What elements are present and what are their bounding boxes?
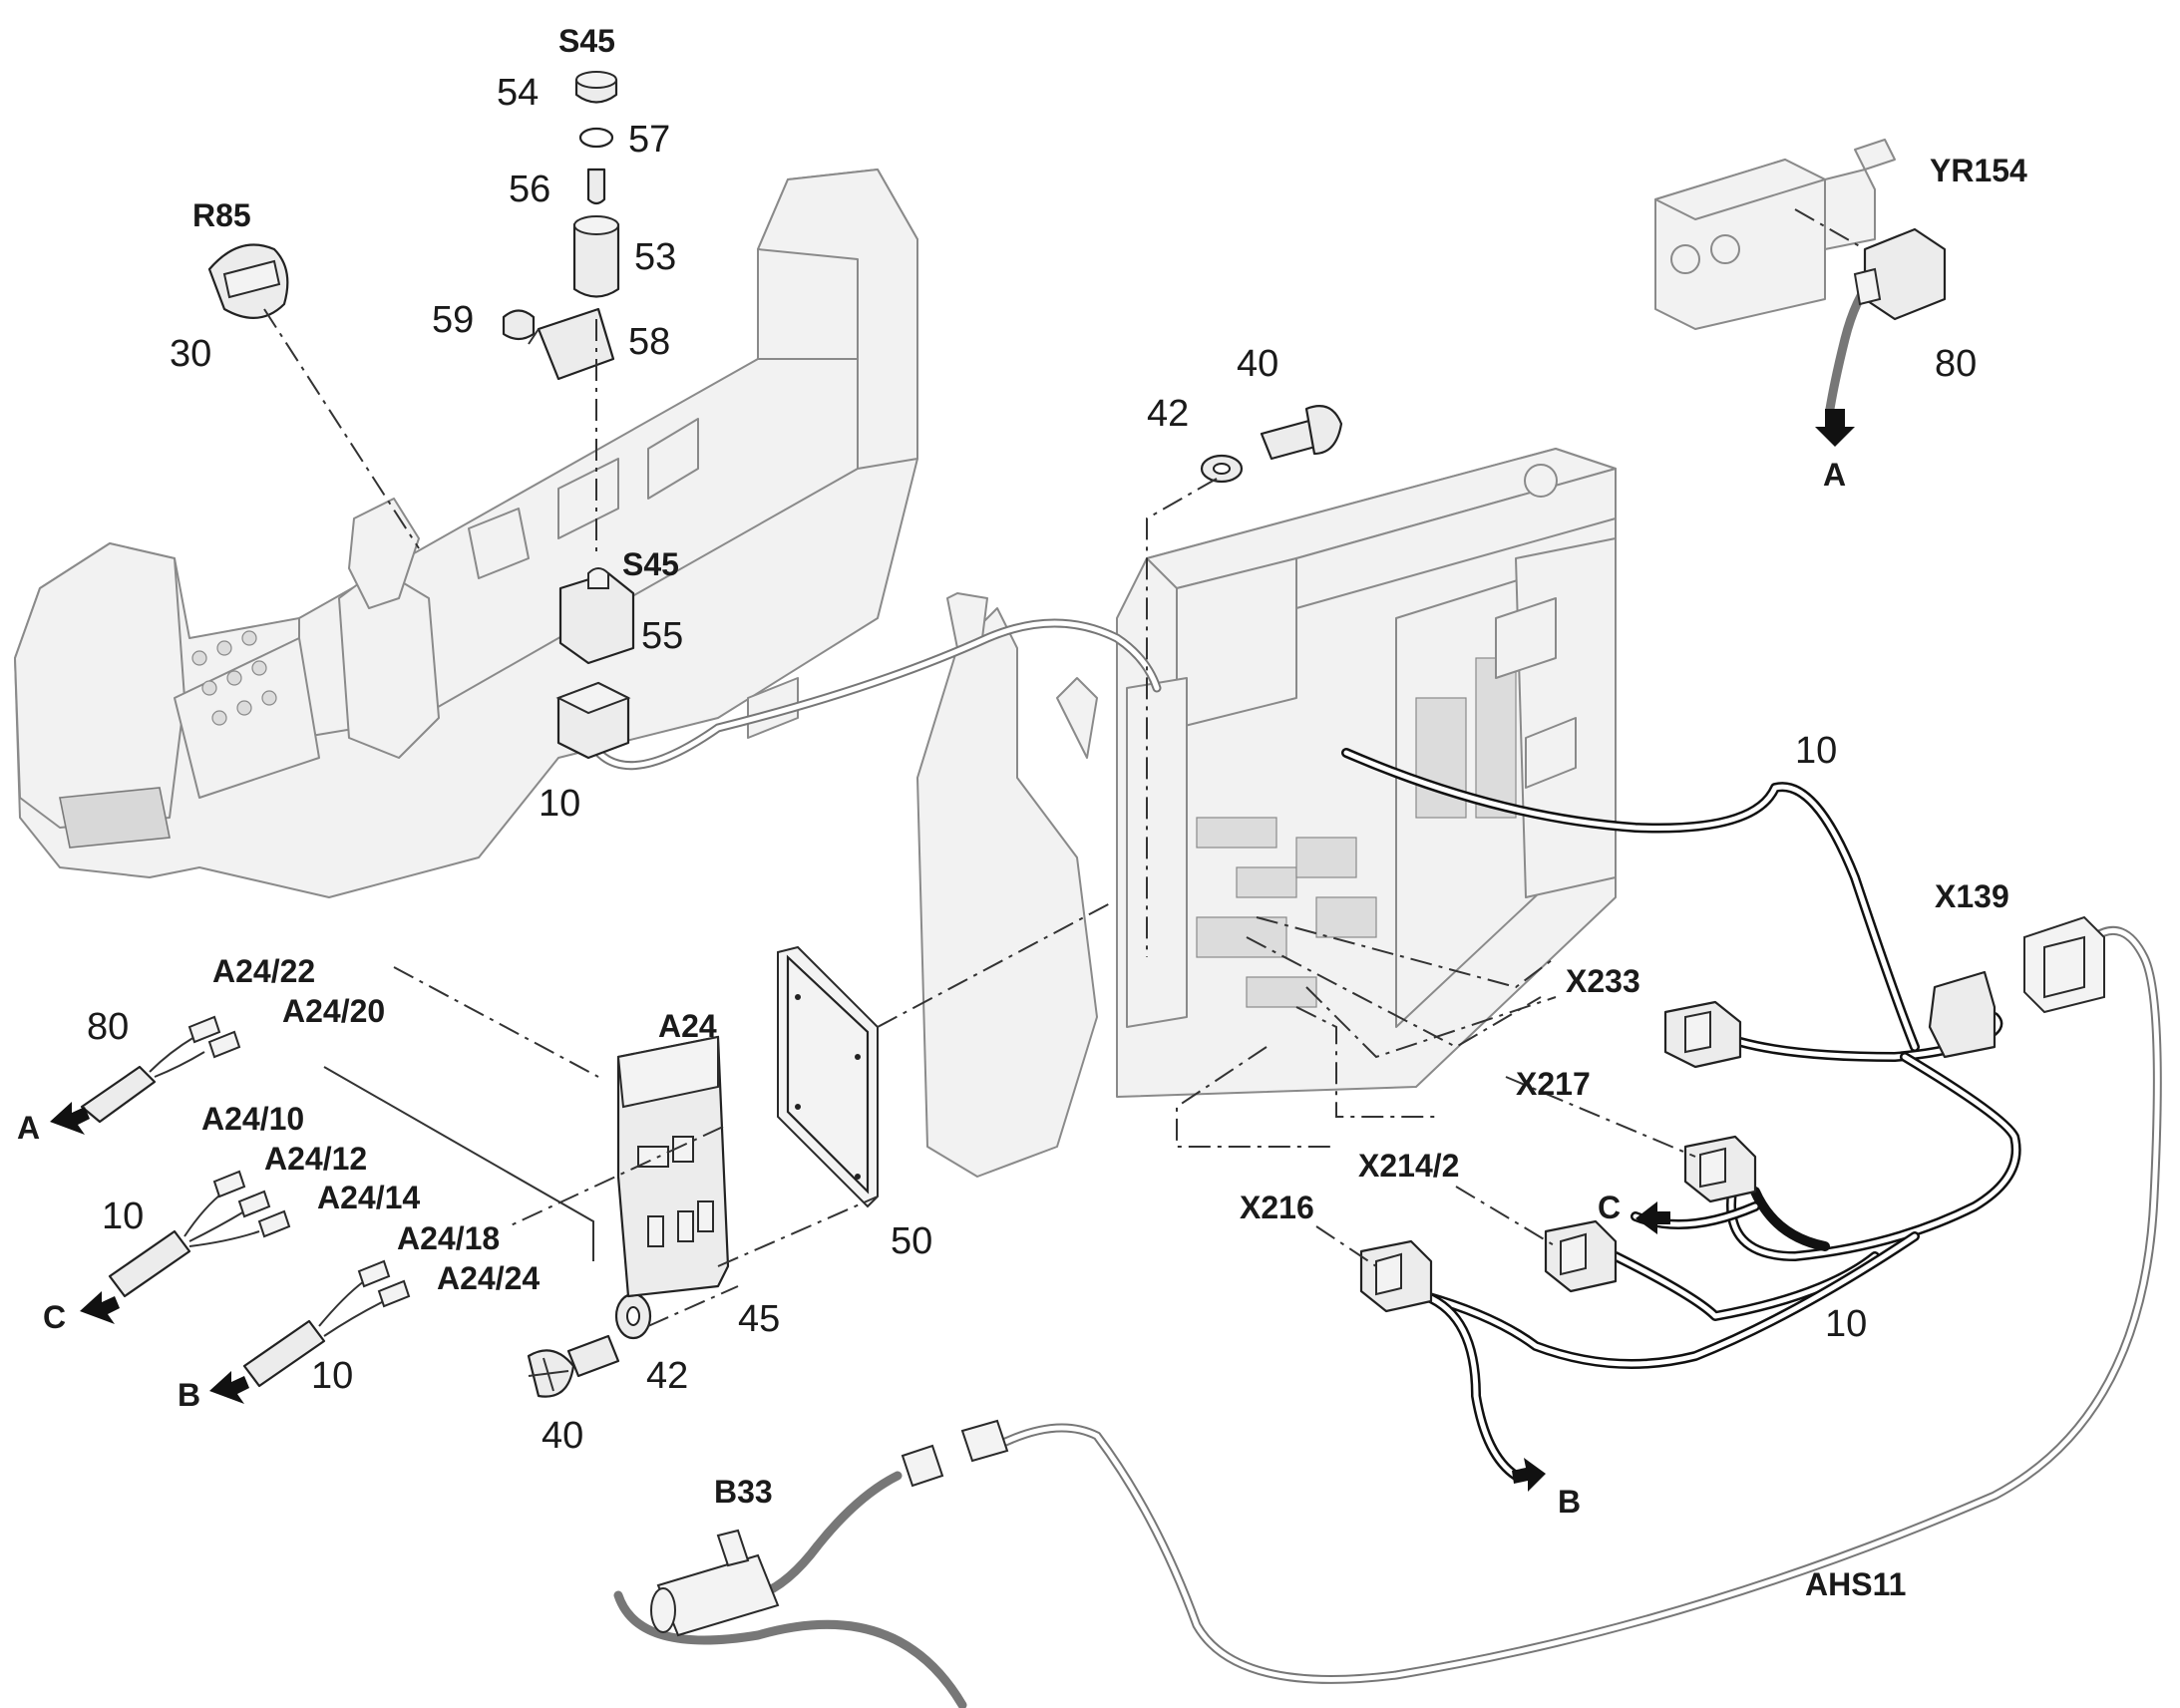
label-55: 55 xyxy=(641,615,683,657)
label-x216: X216 xyxy=(1240,1190,1314,1225)
label-10-left-c: 10 xyxy=(102,1196,144,1237)
label-s45-mid: S45 xyxy=(622,546,679,582)
label-arrow-c-left: C xyxy=(43,1299,66,1335)
label-10-harness-top: 10 xyxy=(1795,730,1837,772)
arrow-a-left xyxy=(50,1102,90,1135)
arrow-a-top xyxy=(1815,409,1855,447)
label-10-harness-bottom: 10 xyxy=(1825,1303,1867,1345)
label-ahs11: AHS11 xyxy=(1805,1566,1906,1602)
pigtail-a xyxy=(80,1015,241,1124)
valve-yr154 xyxy=(1654,139,1947,330)
label-30: 30 xyxy=(170,333,211,375)
arrow-c-left xyxy=(80,1291,120,1324)
label-54: 54 xyxy=(497,72,539,114)
connector-x139 xyxy=(1928,915,2105,1059)
label-yr154: YR154 xyxy=(1930,153,2027,188)
label-a24-10: A24/10 xyxy=(201,1101,304,1137)
label-80-left: 80 xyxy=(87,1006,129,1048)
label-57: 57 xyxy=(628,119,670,161)
label-42-bottom: 42 xyxy=(646,1355,688,1397)
connector-x233 xyxy=(1663,1000,1742,1069)
washer-42-top xyxy=(1200,454,1244,484)
arrow-b-bottom xyxy=(1512,1458,1546,1492)
knob-r85 xyxy=(207,243,289,319)
sensor-cable xyxy=(613,1590,967,1708)
pigtail-c xyxy=(108,1170,291,1298)
board-a24 xyxy=(616,1035,730,1298)
bolt-40-bottom xyxy=(527,1334,620,1398)
label-arrow-b-left: B xyxy=(178,1377,200,1413)
label-a24-20: A24/20 xyxy=(282,993,385,1029)
connector-x217 xyxy=(1683,1135,1757,1203)
pigtail-b xyxy=(242,1259,411,1388)
label-56: 56 xyxy=(509,169,550,210)
sensor-b33 xyxy=(650,1419,1009,1637)
label-arrow-c-right: C xyxy=(1598,1190,1621,1225)
labels: S45 54 57 56 53 59 58 R85 30 S45 55 10 4… xyxy=(17,23,2027,1602)
operator-console xyxy=(14,169,918,898)
label-r85: R85 xyxy=(192,197,251,233)
label-50: 50 xyxy=(891,1220,932,1262)
leader-lines xyxy=(263,208,1866,1327)
relay-socket-10 xyxy=(555,681,631,760)
label-s45-top: S45 xyxy=(558,23,615,59)
washer-42-bottom xyxy=(614,1292,652,1340)
label-a24-12: A24/12 xyxy=(264,1141,367,1177)
label-a24: A24 xyxy=(658,1008,717,1044)
arrow-c-right xyxy=(1635,1201,1670,1234)
label-arrow-a-left: A xyxy=(17,1110,40,1146)
arrow-b-left xyxy=(209,1371,249,1404)
label-10-console: 10 xyxy=(539,783,580,825)
label-10-left-b: 10 xyxy=(311,1355,353,1397)
label-a24-22: A24/22 xyxy=(212,953,315,989)
label-42-top: 42 xyxy=(1147,393,1189,435)
label-45: 45 xyxy=(738,1298,780,1340)
label-40-top: 40 xyxy=(1237,343,1278,385)
label-a24-14: A24/14 xyxy=(317,1180,420,1215)
label-59: 59 xyxy=(432,299,474,341)
relay-55 xyxy=(558,567,635,665)
label-arrow-b-bottom: B xyxy=(1558,1484,1581,1520)
label-x139: X139 xyxy=(1935,878,2009,914)
label-x233: X233 xyxy=(1566,963,1640,999)
label-arrow-a-top: A xyxy=(1823,457,1846,493)
label-b33: B33 xyxy=(714,1474,773,1510)
plate-50 xyxy=(777,945,879,1208)
connector-x216 xyxy=(1359,1239,1433,1313)
bolt-40-top xyxy=(1260,405,1343,461)
label-80-top: 80 xyxy=(1935,343,1977,385)
label-58: 58 xyxy=(628,321,670,363)
label-53: 53 xyxy=(634,236,676,278)
label-a24-24: A24/24 xyxy=(437,1260,540,1296)
label-40-bottom: 40 xyxy=(542,1415,583,1457)
switch-s45-assembly xyxy=(502,71,620,381)
label-x217: X217 xyxy=(1516,1066,1591,1102)
label-a24-18: A24/18 xyxy=(397,1220,500,1256)
label-x214-2: X214/2 xyxy=(1358,1148,1459,1184)
connector-x214-2 xyxy=(1544,1219,1618,1293)
